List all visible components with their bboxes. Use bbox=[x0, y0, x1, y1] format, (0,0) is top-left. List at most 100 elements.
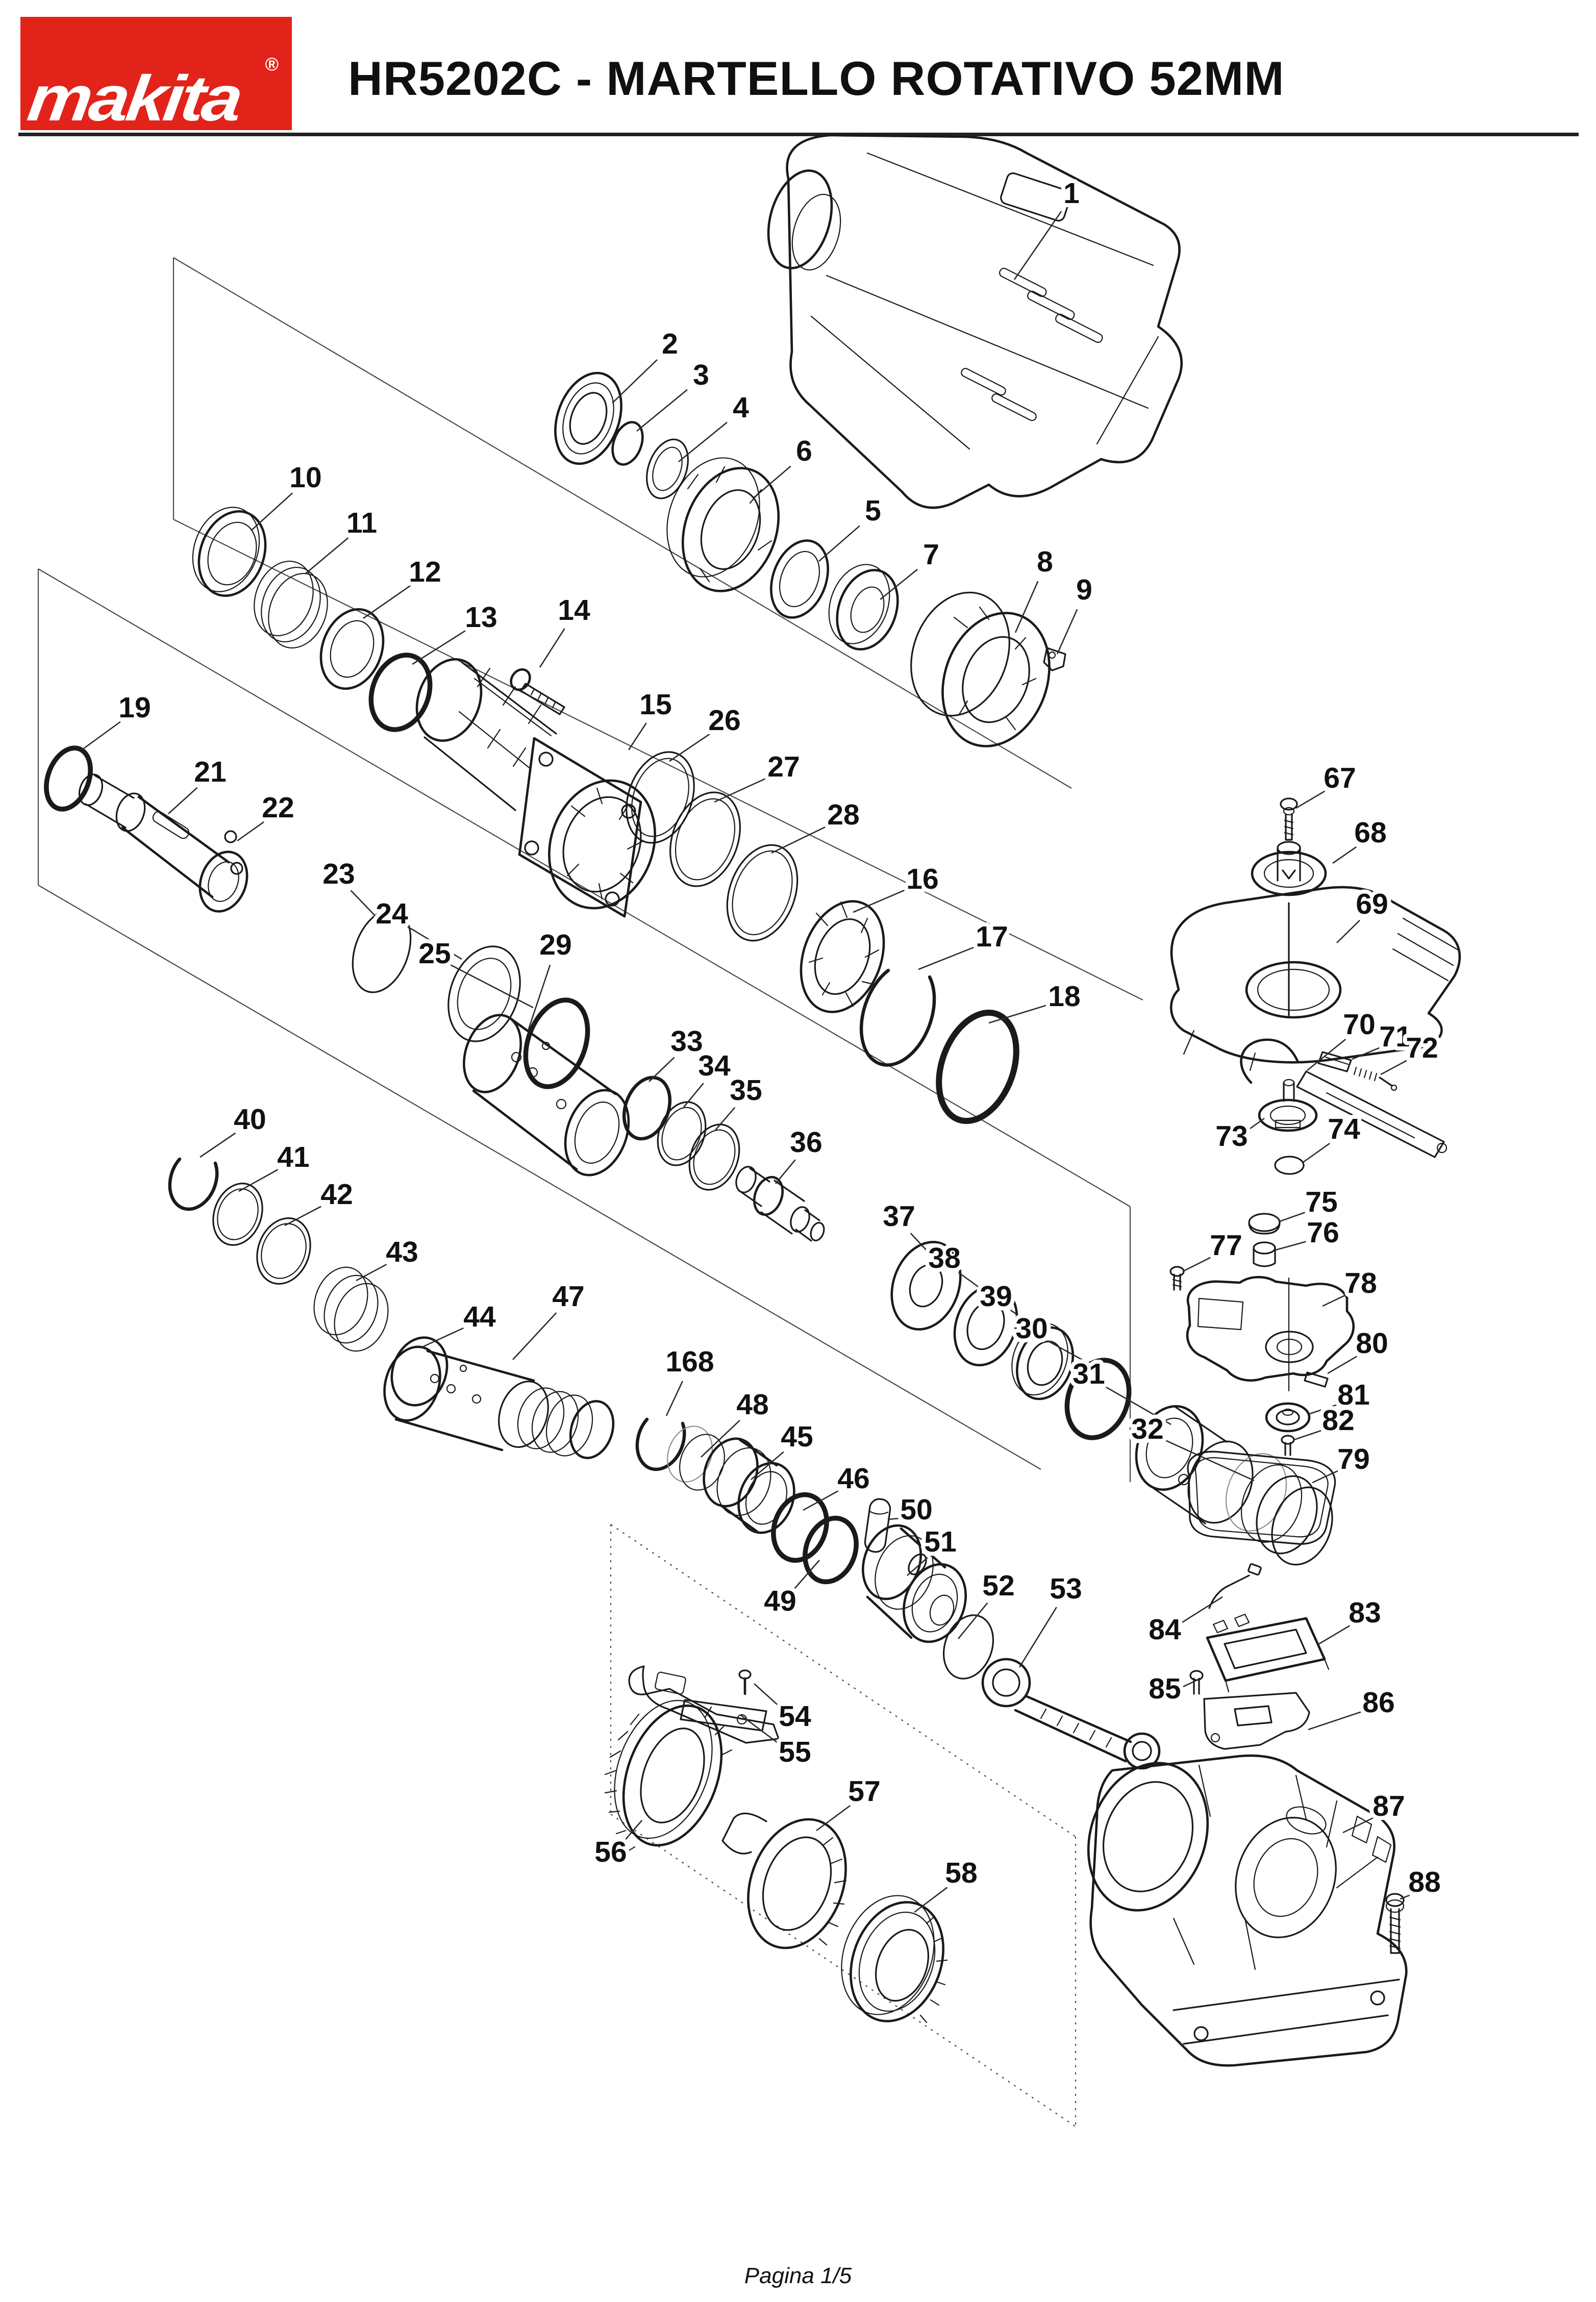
leader-line-7 bbox=[880, 568, 918, 600]
leader-line-85 bbox=[1182, 1680, 1196, 1688]
part-168-snap-ring bbox=[635, 1417, 686, 1471]
leader-line-83 bbox=[1317, 1625, 1351, 1646]
part-37-washer bbox=[890, 1241, 962, 1331]
leader-line-35 bbox=[715, 1107, 736, 1131]
part-number-56: 56 bbox=[594, 1836, 627, 1868]
part-number-72: 72 bbox=[1406, 1032, 1438, 1064]
part-number-78: 78 bbox=[1344, 1267, 1377, 1299]
leader-line-10 bbox=[251, 492, 293, 531]
part-number-48: 48 bbox=[736, 1388, 768, 1421]
leader-line-12 bbox=[363, 585, 411, 619]
leader-line-47 bbox=[512, 1312, 557, 1360]
part-75-cap bbox=[1248, 1213, 1281, 1235]
leader-line-50 bbox=[887, 1517, 900, 1520]
leader-line-13 bbox=[412, 630, 467, 665]
part-4-ring bbox=[646, 438, 689, 499]
part-3-o-ring bbox=[611, 421, 644, 466]
part-55-lock-lever bbox=[628, 1665, 780, 1744]
part-number-168: 168 bbox=[665, 1345, 714, 1378]
part-11-spring-washer bbox=[254, 560, 328, 649]
leader-line-3 bbox=[636, 389, 688, 432]
part-number-23: 23 bbox=[322, 858, 355, 890]
part-number-41: 41 bbox=[277, 1141, 309, 1173]
part-number-49: 49 bbox=[764, 1585, 796, 1617]
part-number-28: 28 bbox=[827, 798, 859, 831]
leader-line-33 bbox=[649, 1057, 675, 1082]
leader-line-26 bbox=[669, 733, 710, 762]
part-52-ring bbox=[942, 1614, 994, 1680]
part-47-striker bbox=[383, 1345, 615, 1459]
leader-line-54 bbox=[754, 1683, 781, 1708]
part-number-42: 42 bbox=[320, 1178, 353, 1211]
part-number-27: 27 bbox=[767, 750, 800, 783]
leader-line-49 bbox=[792, 1560, 820, 1591]
part-82-screw bbox=[1281, 1435, 1295, 1456]
part-number-82: 82 bbox=[1322, 1404, 1354, 1437]
part-number-14: 14 bbox=[558, 594, 590, 627]
part-number-15: 15 bbox=[639, 688, 671, 721]
leader-line-86 bbox=[1308, 1711, 1362, 1731]
part-number-9: 9 bbox=[1076, 573, 1092, 606]
part-number-19: 19 bbox=[118, 691, 151, 724]
part-9-clip bbox=[1043, 647, 1066, 671]
part-number-1: 1 bbox=[1063, 177, 1080, 210]
part-73-dial-plate bbox=[1258, 1079, 1318, 1132]
part-number-70: 70 bbox=[1343, 1008, 1375, 1041]
part-number-38: 38 bbox=[928, 1242, 960, 1274]
part-80-key-bar bbox=[1304, 1371, 1329, 1388]
leader-line-5 bbox=[818, 525, 860, 562]
part-number-33: 33 bbox=[670, 1025, 703, 1058]
part-50-piston-pin bbox=[864, 1498, 891, 1553]
leader-line-52 bbox=[957, 1602, 988, 1639]
leader-line-40 bbox=[199, 1132, 236, 1158]
leader-line-88 bbox=[1400, 1894, 1410, 1900]
leader-line-80 bbox=[1327, 1356, 1358, 1374]
header-divider bbox=[18, 133, 1579, 136]
leader-line-39 bbox=[1010, 1309, 1046, 1335]
part-number-12: 12 bbox=[409, 556, 441, 588]
leader-line-44 bbox=[422, 1327, 464, 1348]
part-19-o-ring bbox=[44, 745, 93, 812]
part-number-54: 54 bbox=[779, 1700, 811, 1733]
part-number-88: 88 bbox=[1408, 1866, 1440, 1898]
part-23-ring bbox=[352, 909, 412, 993]
part-number-3: 3 bbox=[693, 359, 709, 391]
part-number-8: 8 bbox=[1037, 545, 1053, 578]
part-number-16: 16 bbox=[906, 863, 938, 895]
leader-line-45 bbox=[751, 1451, 784, 1480]
part-69-gear-housing-cover bbox=[1169, 886, 1461, 1071]
leader-line-70 bbox=[1307, 1038, 1346, 1071]
part-88-bolt bbox=[1385, 1893, 1405, 1954]
leader-line-9 bbox=[1056, 609, 1078, 655]
leader-line-23 bbox=[350, 890, 378, 919]
part-number-52: 52 bbox=[982, 1569, 1014, 1602]
part-40-snap-ring bbox=[168, 1157, 219, 1211]
part-number-11: 11 bbox=[346, 507, 377, 539]
part-number-17: 17 bbox=[976, 920, 1008, 953]
part-7-seal-ring bbox=[828, 564, 899, 650]
part-58-bearing-ring bbox=[841, 1895, 948, 2023]
part-33-o-ring bbox=[622, 1075, 672, 1141]
leader-line-25 bbox=[450, 964, 534, 1009]
part-number-43: 43 bbox=[386, 1236, 418, 1268]
part-49-o-ring bbox=[803, 1515, 859, 1585]
part-48-ring-set bbox=[667, 1425, 725, 1491]
part-68-washer-stem bbox=[1251, 841, 1327, 896]
part-number-25: 25 bbox=[418, 937, 451, 970]
part-number-51: 51 bbox=[924, 1525, 956, 1558]
page-title: HR5202C - MARTELLO ROTATIVO 52MM bbox=[348, 52, 1285, 105]
leader-line-32 bbox=[1163, 1439, 1255, 1482]
part-1-motor-housing bbox=[767, 134, 1183, 509]
part-24-flat-ring bbox=[447, 945, 521, 1042]
part-54-screw bbox=[738, 1669, 752, 1695]
leader-line-31 bbox=[1104, 1385, 1171, 1425]
part-number-79: 79 bbox=[1337, 1443, 1369, 1475]
part-34-ring bbox=[657, 1101, 707, 1166]
leader-line-87 bbox=[1342, 1817, 1374, 1834]
part-number-7: 7 bbox=[923, 538, 939, 571]
part-number-46: 46 bbox=[837, 1462, 869, 1495]
leader-line-76 bbox=[1275, 1241, 1306, 1251]
part-number-47: 47 bbox=[552, 1280, 584, 1313]
part-13-o-ring bbox=[368, 653, 433, 732]
